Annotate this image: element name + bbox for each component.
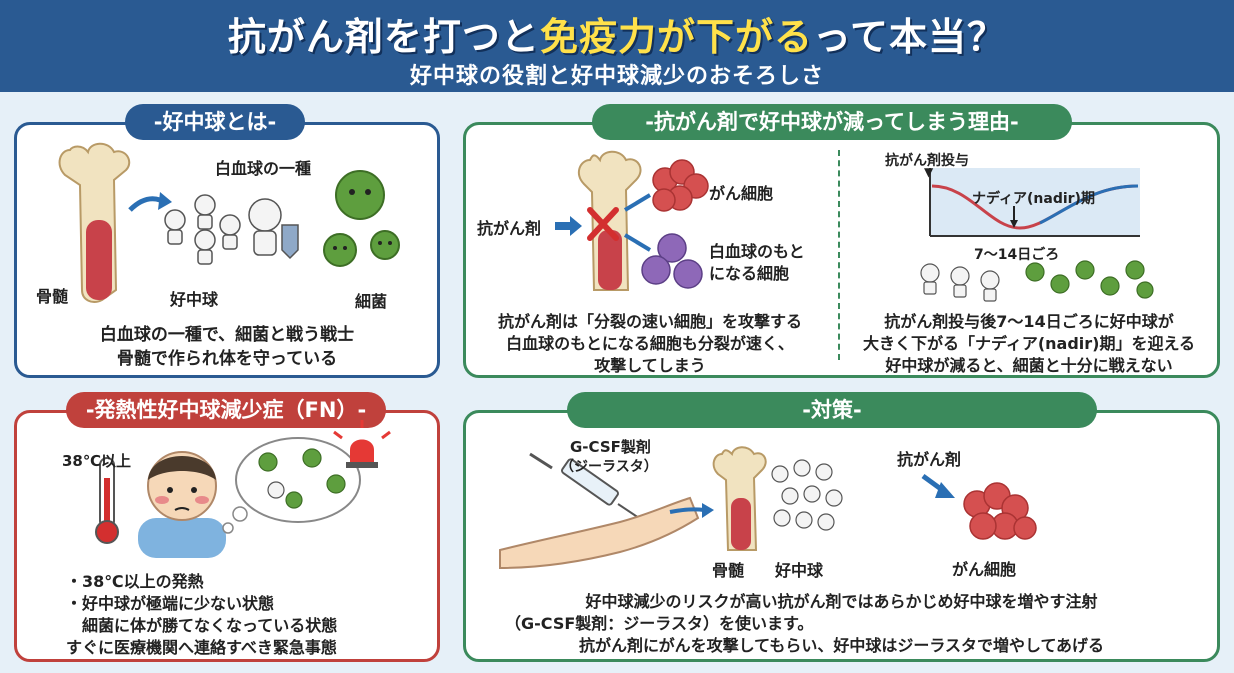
reason-left-line2: 白血球のもとになる細胞も分裂が速く、 — [506, 334, 794, 353]
shield-icon — [281, 224, 299, 260]
neutrophil-knight-icon — [771, 459, 843, 531]
measures-desc-line2: （G-CSF製剤：ジーラスタ）を使います。 — [505, 614, 814, 633]
label-nadir: ナディア(nadir)期 — [972, 191, 1095, 207]
neutrophil-desc-line1: 白血球の一種で、細菌と戦う戦士 — [99, 325, 355, 345]
nadir-graph — [929, 168, 1140, 237]
heading-measures: -対策- — [567, 392, 1097, 428]
reduced-neutrophils-illustration — [920, 260, 1154, 302]
fn-bullet2-sub: 細菌に体が勝てなくなっている状態 — [82, 616, 338, 635]
cancer-cell-icon — [652, 159, 709, 212]
arrow-right-icon — [702, 503, 714, 518]
label-wbc-origin-line1: 白血球のもと — [709, 242, 805, 261]
cross-icon — [587, 207, 619, 241]
label-anticancer-drug: 抗がん剤 — [477, 219, 542, 238]
label-gcsf-line1: G-CSF製剤 — [570, 438, 651, 456]
label-cancer-cell-measures: がん細胞 — [952, 560, 1017, 579]
label-neutrophil: 好中球 — [170, 290, 219, 309]
sick-person-icon — [138, 451, 226, 558]
page-subtitle: 好中球の役割と好中球減少のおそろしさ — [409, 64, 824, 89]
section-divider — [838, 150, 840, 360]
measures-desc-line1: 好中球減少のリスクが高い抗がん剤ではあらかじめ好中球を増やす注射 — [585, 592, 1098, 611]
bacteria-icon — [323, 170, 400, 267]
fn-closing: すぐに医療機関へ連絡すべき緊急事態 — [66, 638, 337, 657]
neutrophil-illustration — [58, 142, 400, 303]
bone-marrow-icon — [712, 446, 767, 551]
reason-right-line1: 抗がん剤投与後7～14日ごろに好中球が — [884, 312, 1174, 331]
title-part1: 抗がん剤を打つと — [227, 15, 540, 59]
dose-marker-icon: ▼ — [924, 165, 934, 179]
label-bone-marrow-measures: 骨髄 — [712, 561, 745, 580]
title-highlight: 免疫力が下がる — [539, 15, 813, 59]
heading-reason: -抗がん剤で好中球が減ってしまう理由- — [592, 104, 1072, 140]
fn-bullet2: ・好中球が極端に少ない状態 — [66, 594, 275, 613]
arm-icon — [499, 496, 700, 570]
cancer-cell-icon — [963, 482, 1037, 540]
label-bone-marrow: 骨髄 — [36, 287, 69, 306]
neutrophil-knight-icon — [920, 263, 1000, 302]
arrow-right-icon — [555, 216, 582, 236]
neutrophil-knight-icon — [164, 194, 282, 265]
fever-illustration — [95, 420, 391, 558]
arrow-icon — [935, 482, 955, 498]
label-days: 7～14日ごろ — [974, 247, 1060, 263]
label-dose: 抗がん剤投与 — [885, 153, 969, 169]
label-wbc-type: 白血球の一種 — [215, 159, 312, 178]
reason-left-line1: 抗がん剤は「分裂の速い細胞」を攻撃する — [497, 312, 802, 331]
reason-left-line3: 攻撃してしまう — [594, 356, 706, 375]
reason-right-line2: 大きく下がる「ナディア(nadir)期」を迎える — [862, 334, 1196, 353]
page-title: 抗がん剤を打つと免疫力が下がるって本当？ — [0, 6, 1234, 61]
neutrophil-desc-line2: 骨髄で作られ体を守っている — [116, 349, 338, 369]
bacteria-icon — [1025, 260, 1154, 299]
label-wbc-origin-line2: になる細胞 — [709, 264, 790, 283]
bone-marrow-icon — [58, 142, 131, 303]
thought-bubble-icon — [222, 437, 361, 534]
heading-fn: -発熱性好中球減少症（FN）- — [66, 392, 386, 428]
label-anticancer-drug-measures: 抗がん剤 — [897, 450, 962, 469]
label-neutrophil-measures: 好中球 — [775, 561, 824, 580]
thermometer-icon — [95, 457, 119, 544]
label-bacteria: 細菌 — [355, 292, 388, 311]
header-banner: 抗がん剤を打つと免疫力が下がるって本当？ 好中球の役割と好中球減少のおそろしさ — [0, 0, 1234, 92]
reason-right-line3: 好中球が減ると、細菌と十分に戦えない — [885, 356, 1173, 375]
label-temperature: 38℃以上 — [62, 452, 132, 470]
drug-attack-illustration — [555, 150, 709, 291]
fn-bullet1: ・38℃以上の発熱 — [66, 572, 204, 591]
label-gcsf-line2: （ジーラスタ） — [560, 459, 658, 475]
alarm-light-icon — [333, 420, 391, 468]
title-part2: って本当？ — [812, 15, 1007, 59]
measures-desc-line3: 抗がん剤にがんを攻撃してもらい、好中球はジーラスタで増やしてあげる — [578, 636, 1105, 655]
gcsf-illustration — [499, 446, 843, 570]
label-cancer-cell: がん細胞 — [709, 184, 774, 203]
precursor-cell-icon — [641, 233, 703, 289]
drug-vs-cancer-illustration — [921, 473, 1037, 540]
heading-neutrophil: -好中球とは- — [125, 104, 305, 140]
